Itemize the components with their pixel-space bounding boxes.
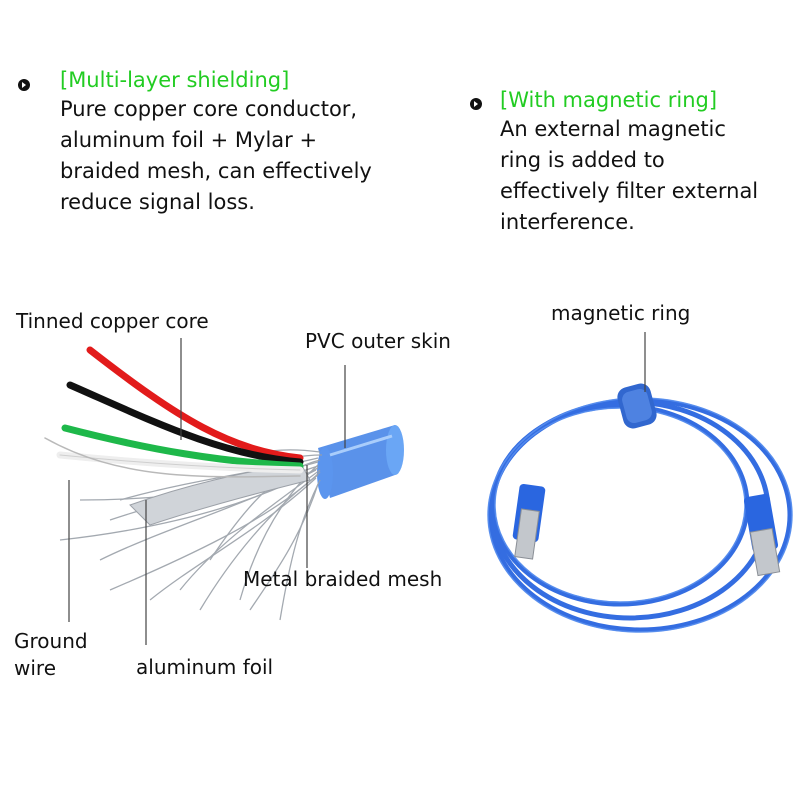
label-ground-wire: Ground wire: [14, 629, 88, 680]
magnetic-ring: [617, 383, 657, 429]
inner-wires: [44, 346, 304, 478]
arrow-bullet-icon: [18, 79, 30, 91]
black-wire: [66, 381, 304, 466]
feature-title: [With magnetic ring]: [500, 88, 718, 112]
label-magnetic-ring: magnetic ring: [551, 301, 691, 325]
label-tinned-copper-core: Tinned copper core: [16, 309, 209, 333]
leader-lines: [68, 338, 346, 645]
usb-a-connector: [512, 483, 546, 560]
pvc-outer-skin: [317, 425, 404, 499]
red-wire: [86, 346, 304, 462]
feature-description: An external magnetic ring is added to ef…: [500, 117, 759, 234]
usb-b-connector: [743, 493, 781, 577]
label-pvc-outer-skin: PVC outer skin: [305, 329, 451, 353]
feature-description: Pure copper core conductor, aluminum foi…: [60, 97, 372, 214]
green-wire: [61, 424, 304, 470]
label-aluminum-foil: aluminum foil: [136, 655, 274, 679]
arrow-bullet-icon: [470, 98, 482, 110]
feature-title: [Multi-layer shielding]: [60, 68, 290, 92]
label-metal-braided-mesh: Metal braided mesh: [243, 567, 443, 591]
ground-wire: [44, 437, 301, 478]
